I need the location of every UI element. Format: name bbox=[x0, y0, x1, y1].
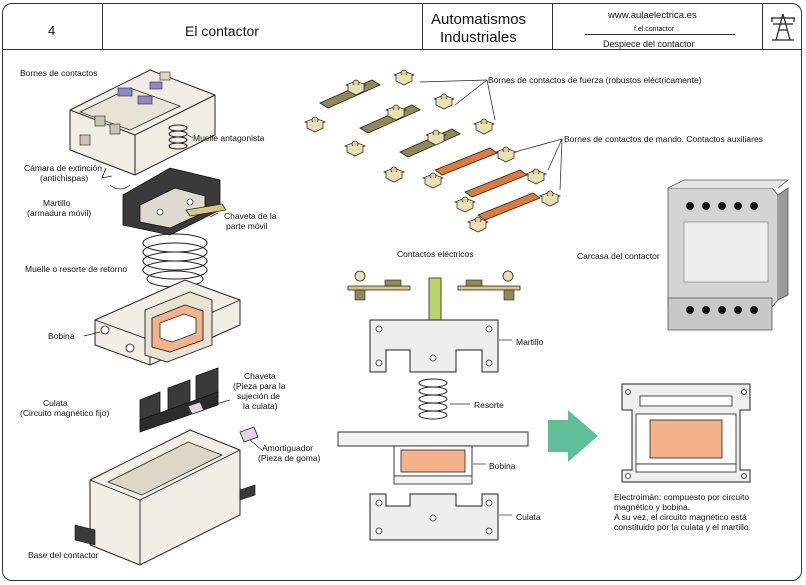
label-bornes-fuerza: Bornes de contactos de fuerza (robustos … bbox=[488, 75, 702, 85]
note-line-4: constituido por la culata y el martillo. bbox=[614, 522, 752, 532]
label-chaveta-movil-2: parte móvil bbox=[226, 221, 268, 231]
hammer-schematic bbox=[369, 319, 499, 373]
rubber-damper bbox=[239, 426, 259, 443]
contactor-housing bbox=[667, 179, 790, 331]
arc-arrow bbox=[109, 184, 131, 190]
subject-line-1: Automatismos bbox=[431, 11, 527, 28]
note-line-3: A su vez, el circuito magnético está bbox=[614, 512, 747, 522]
page-title: El contactor bbox=[185, 23, 259, 39]
label-culata-schematic: Culata bbox=[516, 512, 541, 522]
moving-armature bbox=[122, 167, 221, 236]
schematic-spring bbox=[418, 378, 448, 420]
label-chaveta-1: Chaveta bbox=[244, 371, 276, 381]
file-code: f.el.contactor bbox=[634, 26, 675, 33]
auxiliary-terminals bbox=[422, 146, 561, 233]
hammer-holes bbox=[375, 325, 493, 367]
label-culata-1: Culata bbox=[43, 398, 68, 408]
label-base-contactor: Base del contactor bbox=[28, 550, 99, 560]
label-martillo-1: Martillo bbox=[43, 198, 71, 208]
label-bornes-contactos: Bornes de contactos bbox=[20, 68, 98, 78]
page-number: 4 bbox=[48, 23, 56, 38]
label-culata-2: (Circuito magnético fijo) bbox=[20, 408, 110, 418]
label-amortiguador-2: (Pieza de goma) bbox=[258, 453, 321, 463]
yoke-key bbox=[187, 401, 205, 415]
arc-arrowhead bbox=[101, 167, 113, 179]
yoke-holes bbox=[375, 499, 493, 535]
info-cell: www.aulaelectrica.es f.el.contactor Desp… bbox=[553, 4, 763, 50]
antagonist-spring bbox=[168, 124, 188, 150]
label-chaveta-3: sujeción de bbox=[237, 391, 281, 401]
label-chaveta-4: la culata) bbox=[243, 401, 278, 411]
label-muelle-retorno: Muelle o resorte de retorno bbox=[25, 264, 128, 274]
label-chaveta-movil-1: Chaveta de la bbox=[224, 211, 277, 221]
electrical-contacts bbox=[347, 270, 521, 329]
label-muelle-antagonista: Muelle antagonista bbox=[193, 133, 265, 143]
note-line-2: magnético y bobina. bbox=[614, 502, 691, 512]
power-tower-icon bbox=[771, 13, 795, 41]
right-leader-lines bbox=[419, 79, 563, 191]
sheet-title: Despiece del contactor bbox=[603, 39, 695, 49]
note-line-1: Electroimán: compuesto por circuito bbox=[614, 492, 750, 502]
label-bobina-schematic: Bobina bbox=[489, 461, 516, 471]
sheet-frame: 4 El contactor Automatismos Industriales… bbox=[2, 3, 802, 581]
label-camara-2: (antichispas) bbox=[40, 173, 89, 183]
info-divider bbox=[585, 34, 735, 35]
subject-line-2: Industriales bbox=[440, 29, 517, 46]
label-carcasa: Carcasa del contactor bbox=[577, 251, 660, 261]
force-terminals bbox=[304, 69, 495, 183]
label-camara-1: Cámara de extinción bbox=[24, 163, 102, 173]
label-bobina: Bobina bbox=[48, 331, 75, 341]
website: www.aulaelectrica.es bbox=[608, 10, 697, 21]
assembly-arrow-icon bbox=[548, 410, 598, 462]
assembled-electromagnet bbox=[621, 383, 751, 483]
label-resorte: Resorte bbox=[474, 400, 504, 410]
label-bornes-mando: Bornes de contactos de mando. Contactos … bbox=[564, 134, 763, 144]
label-contactos-electricos: Contactos eléctricos bbox=[397, 249, 474, 259]
moving-key bbox=[185, 203, 227, 217]
subject-cell: Automatismos Industriales bbox=[423, 4, 553, 50]
label-amortiguador-1: Amortiguador bbox=[262, 443, 314, 453]
logo-cell bbox=[763, 4, 801, 50]
fixed-yoke bbox=[139, 367, 219, 433]
schematic-coil bbox=[337, 431, 529, 485]
left-leader-lines bbox=[83, 133, 263, 451]
title-cell: El contactor bbox=[103, 4, 423, 50]
label-chaveta-2: (Pieza para la bbox=[233, 381, 286, 391]
label-martillo-2: (armadura móvil) bbox=[27, 208, 92, 218]
coil-assembly bbox=[94, 279, 241, 366]
contact-block bbox=[69, 69, 216, 176]
contactor-base bbox=[74, 429, 256, 566]
page-number-cell: 4 bbox=[3, 4, 103, 50]
return-spring bbox=[142, 233, 208, 288]
label-martillo-schematic: Martillo bbox=[516, 337, 544, 347]
